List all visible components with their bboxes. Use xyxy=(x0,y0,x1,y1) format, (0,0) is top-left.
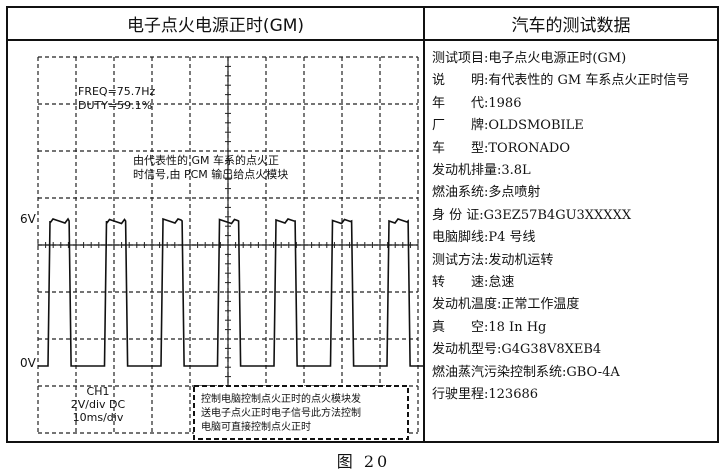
annotation-line1: 控制电脑控制点火正时的点火模块发 xyxy=(201,392,361,405)
signal-note-line1: 由代表性的 GM 车系的点火正 xyxy=(133,153,279,167)
ignition-timing-waveform xyxy=(38,217,423,367)
panel-divider xyxy=(423,8,425,441)
test-data-row: 身 份 证:G3EZ57B4GU3XXXXX xyxy=(432,207,632,223)
test-data-row: 说 明:有代表性的 GM 车系点火正时信号 xyxy=(432,73,690,89)
figure-caption: 图 20 xyxy=(336,452,391,471)
test-data-row: 燃油系统:多点喷射 xyxy=(432,185,541,201)
figure-frame: 电子点火电源正时(GM) 汽车的测试数据 FREQ=75.7Hz DUTY=59… xyxy=(6,6,719,443)
annotation-line3: 电脑可直接控制点火正时 xyxy=(201,420,311,433)
scope-grid xyxy=(37,56,419,434)
test-data-row: 行驶里程:123686 xyxy=(432,387,539,403)
test-data-row: 厂 牌:OLDSMOBILE xyxy=(432,118,584,134)
test-data-row: 测试方法:发动机运转 xyxy=(432,252,554,268)
test-data-list: 测试项目:电子点火电源正时(GM) 说 明:有代表性的 GM 车系点火正时信号年 … xyxy=(432,48,716,407)
test-data-row: 车 型:TORONADO xyxy=(432,140,570,156)
time-div-label: 10ms/div xyxy=(73,411,124,424)
test-data-row: 真 空:18 In Hg xyxy=(432,319,547,335)
volts-div-label: 2V/div DC xyxy=(71,398,126,411)
duty-readout: DUTY=59.1% xyxy=(78,99,152,112)
annotation-line2: 送电子点火正时电子信号此方法控制 xyxy=(201,406,361,419)
test-data-row: 发动机型号:G4G38V8XEB4 xyxy=(432,342,602,358)
label-0v: 0V xyxy=(20,356,37,370)
annotation-box xyxy=(193,385,409,440)
test-data-row: 电脑脚线:P4 号线 xyxy=(432,230,536,246)
test-data-row: 转 速:怠速 xyxy=(432,275,515,291)
left-panel-title: 电子点火电源正时(GM) xyxy=(8,8,423,41)
test-data-row: 测试项目:电子点火电源正时(GM) xyxy=(432,51,627,66)
test-data-row: 年 代:1986 xyxy=(432,95,522,111)
freq-readout: FREQ=75.7Hz xyxy=(78,85,156,98)
channel-label: CH1 xyxy=(87,385,110,398)
test-data-row: 发动机排量:3.8L xyxy=(432,163,531,179)
label-6v: 6V xyxy=(20,212,37,226)
signal-note-line2: 时信号,由 PCM 输出给点火模块 xyxy=(133,167,288,181)
oscilloscope-screen: FREQ=75.7Hz DUTY=59.1% 由代表性的 GM 车系的点火正 时… xyxy=(20,56,423,440)
test-data-row: 燃油蒸汽污染控制系统:GBO-4A xyxy=(432,364,620,380)
test-data-row: 发动机温度:正常工作温度 xyxy=(432,297,580,313)
right-panel-title: 汽车的测试数据 xyxy=(425,8,717,41)
